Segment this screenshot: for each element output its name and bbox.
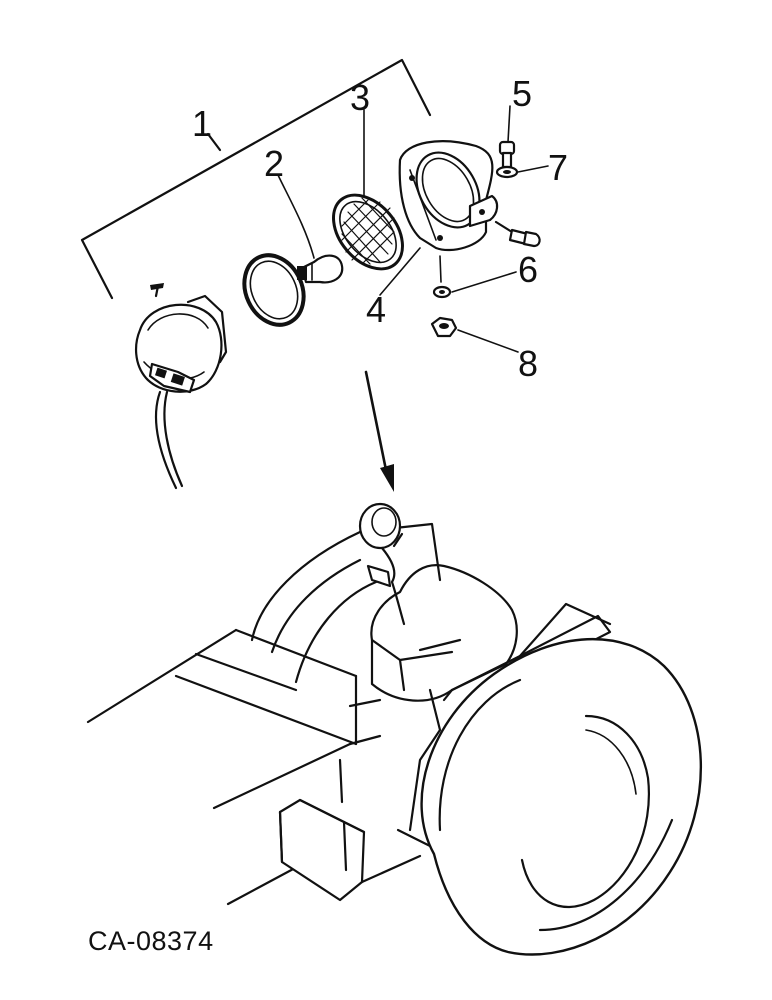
washer-7 — [495, 165, 519, 179]
callout-4: 4 — [366, 289, 386, 330]
nut-8 — [430, 316, 458, 338]
washer-6 — [432, 255, 452, 299]
callout-6: 6 — [518, 249, 538, 290]
install-arrow — [364, 370, 394, 492]
callout-5: 5 — [512, 73, 532, 114]
mesh-lens — [332, 193, 404, 271]
callout-3: 3 — [350, 77, 370, 118]
assembly-bracket — [80, 58, 432, 300]
leader-lines — [277, 105, 549, 353]
callout-labels: 1 2 3 4 5 6 7 8 — [192, 73, 568, 384]
callout-2: 2 — [264, 143, 284, 184]
callout-1: 1 — [192, 103, 212, 144]
callout-7: 7 — [548, 147, 568, 188]
figure-code: CA-08374 — [88, 926, 214, 956]
side-bolt — [494, 220, 541, 248]
bulb — [297, 254, 344, 284]
lamp-housing — [134, 283, 228, 490]
callout-8: 8 — [518, 343, 538, 384]
bolt-5 — [498, 140, 516, 169]
seal-ring — [242, 253, 306, 327]
tractor-view — [86, 502, 702, 956]
lamp-bezel — [398, 140, 499, 252]
